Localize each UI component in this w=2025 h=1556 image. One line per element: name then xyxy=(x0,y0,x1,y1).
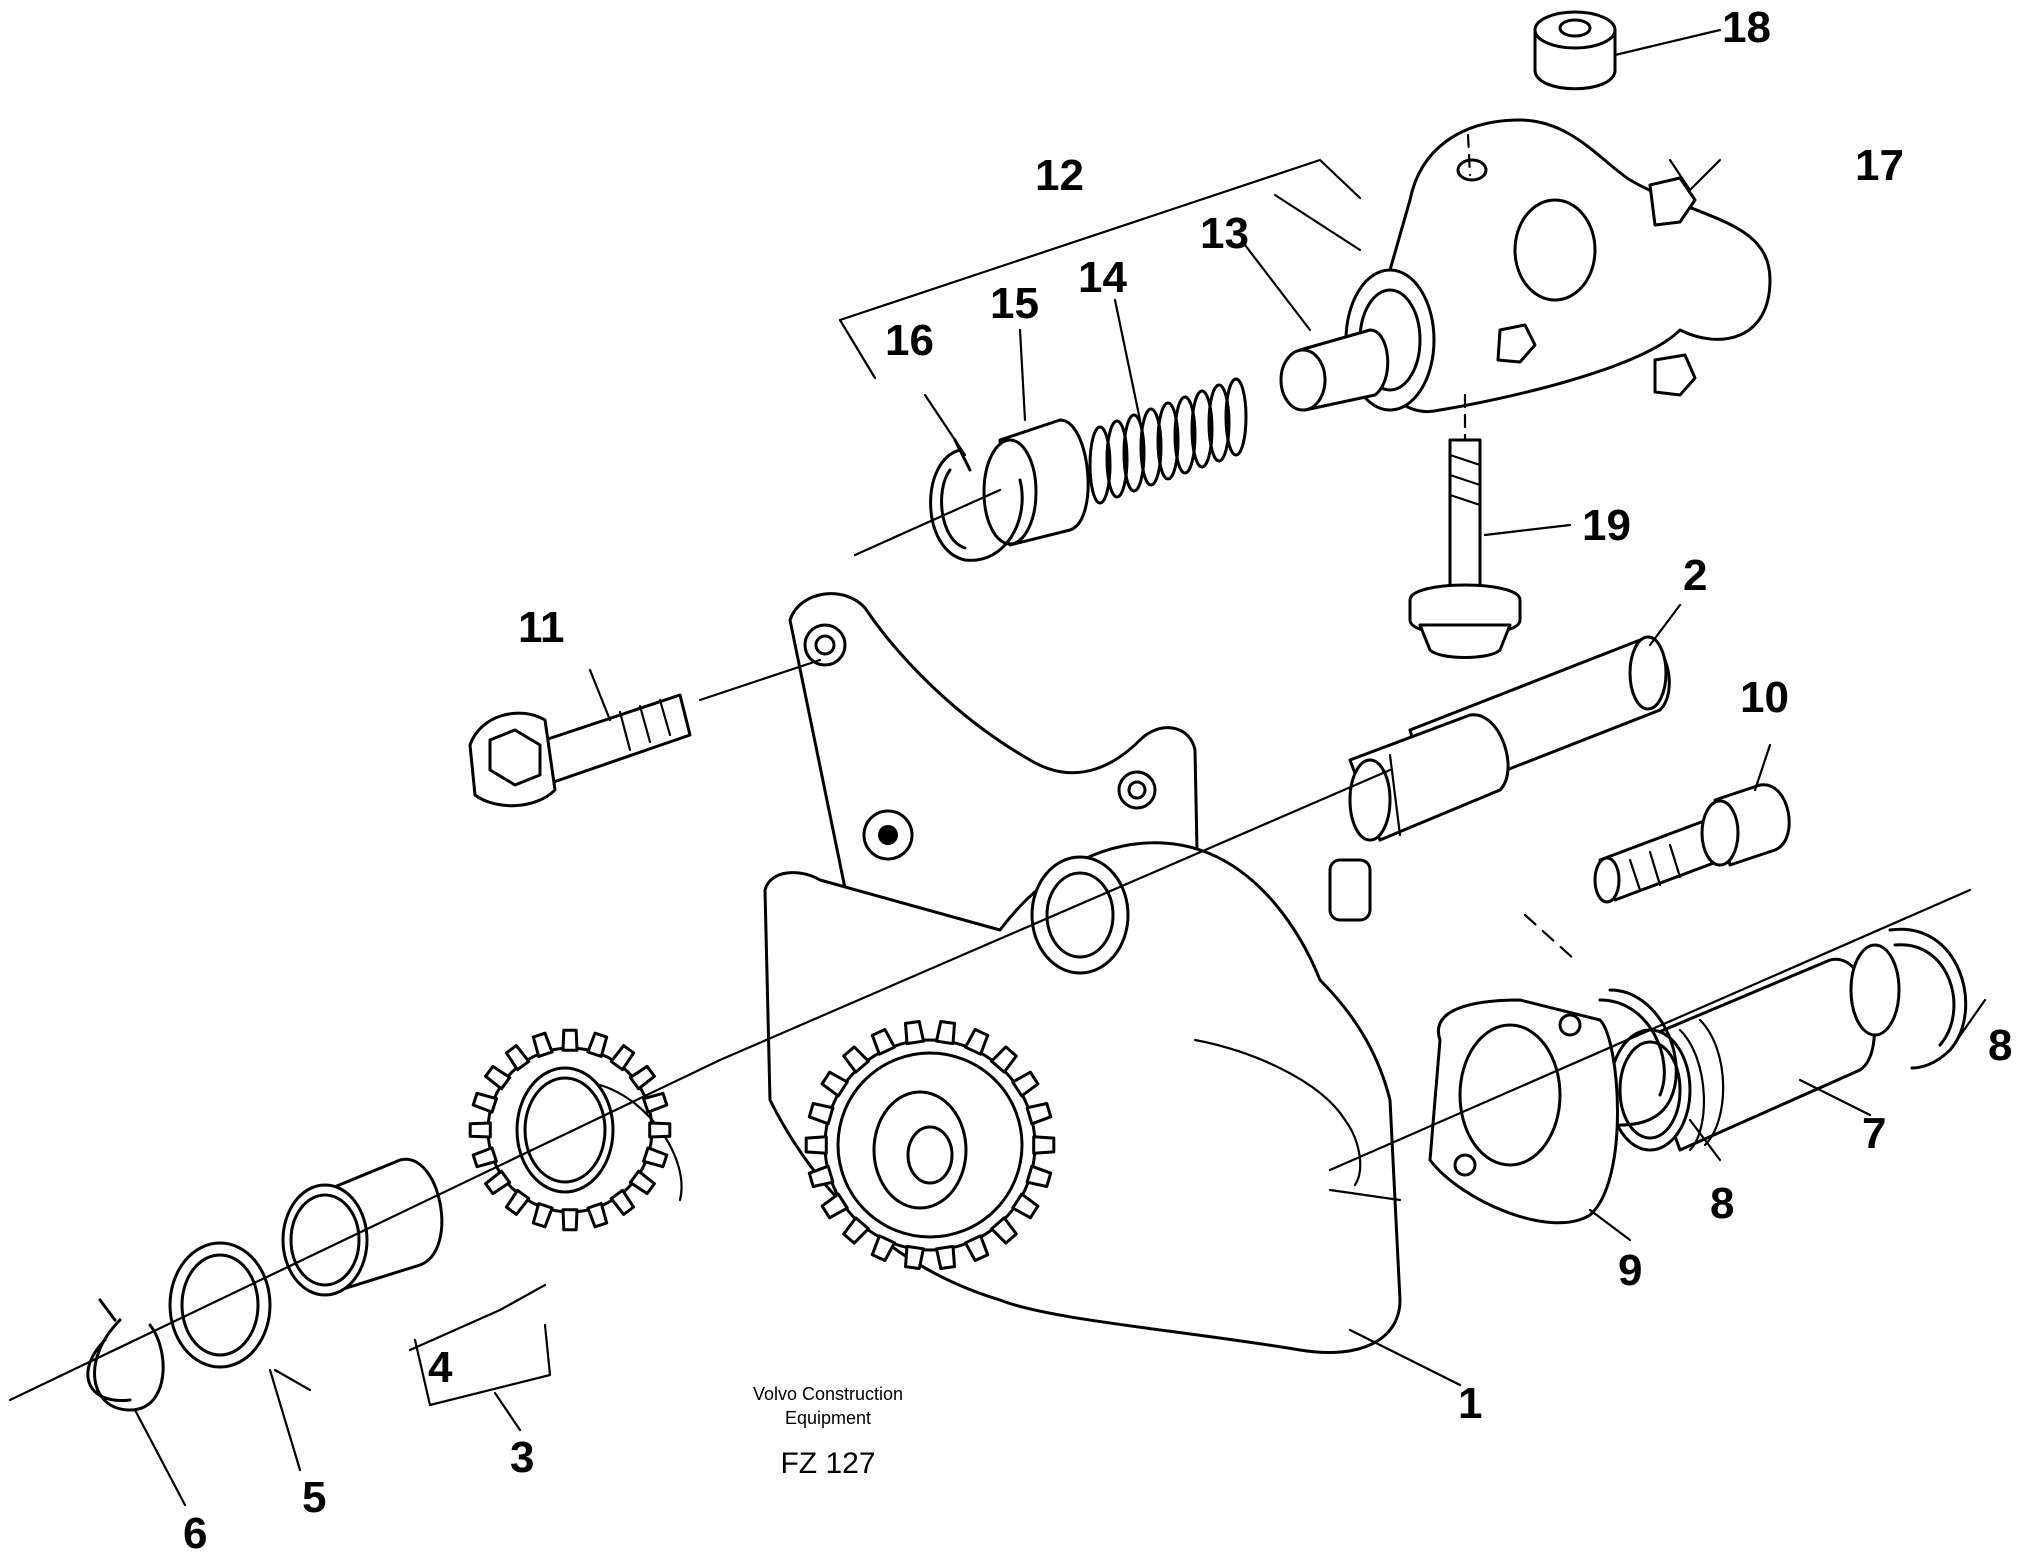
label-part-11: 11 xyxy=(518,603,565,652)
label-part-18: 18 xyxy=(1722,3,1771,52)
housing-gear-teeth xyxy=(804,1020,1056,1270)
gear-tooth xyxy=(531,1202,554,1229)
gear-tooth xyxy=(820,1192,849,1220)
gear-tooth xyxy=(1025,1102,1053,1126)
label-part-4: 4 xyxy=(428,1343,453,1392)
shaft xyxy=(1348,635,1671,842)
gear-tooth xyxy=(1011,1070,1040,1098)
gear-tooth xyxy=(561,1028,579,1052)
gear-tooth xyxy=(935,1244,956,1270)
bolt-10 xyxy=(1593,783,1791,904)
credit-line-2: Equipment xyxy=(785,1408,871,1428)
spring-coil xyxy=(1190,389,1214,469)
washer xyxy=(168,1241,272,1369)
label-part-14: 14 xyxy=(1078,253,1127,302)
bolt-19 xyxy=(1408,438,1522,659)
label-part-15: 15 xyxy=(990,279,1039,328)
label-part-1: 1 xyxy=(1458,1379,1482,1428)
gear-tooth xyxy=(870,1234,896,1262)
gear-tooth xyxy=(642,1146,669,1169)
gear-tooth xyxy=(804,1135,828,1155)
figure-code: FZ 127 xyxy=(780,1447,875,1480)
gear-tooth xyxy=(904,1244,925,1270)
bushing xyxy=(281,1157,444,1297)
spring-coil xyxy=(1105,419,1129,499)
gear-tooth xyxy=(870,1028,896,1056)
gear-teeth xyxy=(468,1028,672,1232)
label-part-16: 16 xyxy=(885,316,934,365)
flange xyxy=(1428,998,1619,1225)
gear-tooth xyxy=(609,1044,636,1072)
gear-tooth xyxy=(842,1045,870,1074)
gear-tooth xyxy=(468,1121,492,1139)
gear-tooth xyxy=(807,1164,835,1188)
snap-ring-left xyxy=(1598,988,1678,1127)
spring-coil xyxy=(1156,401,1180,481)
gear-tooth xyxy=(990,1045,1018,1074)
label-part-13: 13 xyxy=(1200,209,1249,258)
cap-18 xyxy=(1533,10,1617,91)
spring-coil xyxy=(1173,395,1197,475)
spring-coil xyxy=(1139,407,1163,487)
label-part-2: 2 xyxy=(1683,551,1707,600)
spring-coil xyxy=(1207,383,1231,463)
label-part-8-left: 8 xyxy=(1710,1179,1734,1228)
gear-tooth xyxy=(1011,1192,1040,1220)
bracket-12 xyxy=(838,158,1362,380)
gear-tooth xyxy=(642,1091,669,1114)
gear-tooth xyxy=(904,1020,925,1046)
gear-assembly xyxy=(486,1046,683,1214)
gear-tooth xyxy=(586,1202,609,1229)
label-part-8-right: 8 xyxy=(1988,1021,2012,1070)
valve-body xyxy=(1279,118,1772,413)
gear-tooth xyxy=(648,1121,672,1139)
label-part-9: 9 xyxy=(1618,1246,1642,1295)
part-labels: 1 2 3 4 5 6 7 8 8 9 10 11 12 13 14 15 16… xyxy=(183,3,2012,1556)
gear-tooth xyxy=(484,1064,512,1091)
label-part-6: 6 xyxy=(183,1509,207,1556)
bracket-3 xyxy=(413,1323,552,1432)
label-part-17: 17 xyxy=(1855,141,1904,190)
gear-tooth xyxy=(484,1169,512,1196)
gear-tooth xyxy=(964,1234,990,1262)
label-part-5: 5 xyxy=(302,1473,326,1522)
gear-tooth xyxy=(935,1020,956,1046)
bolt-11 xyxy=(468,693,692,808)
spring-coil xyxy=(1088,425,1112,505)
gear-tooth xyxy=(990,1216,1018,1245)
pump-housing xyxy=(763,592,1402,1355)
axis-lines xyxy=(8,133,1972,1402)
gear-tooth xyxy=(586,1031,609,1058)
gear-tooth xyxy=(964,1028,990,1056)
gear-tooth xyxy=(842,1216,870,1245)
label-part-7: 7 xyxy=(1862,1109,1886,1158)
gear-tooth xyxy=(807,1102,835,1126)
label-part-10: 10 xyxy=(1740,673,1789,722)
gear-tooth xyxy=(1025,1164,1053,1188)
label-part-12: 12 xyxy=(1035,151,1084,200)
gear-tooth xyxy=(471,1146,498,1169)
spring-coil xyxy=(1224,377,1248,457)
seat-15 xyxy=(982,418,1090,547)
credit-block: Volvo Construction Equipment FZ 127 xyxy=(753,1384,903,1480)
gear-tooth xyxy=(504,1188,531,1216)
circlip xyxy=(86,1298,165,1412)
gear-tooth xyxy=(628,1064,656,1091)
label-part-19: 19 xyxy=(1582,501,1631,550)
spring-14 xyxy=(1088,377,1248,505)
gear-tooth xyxy=(561,1208,579,1232)
gear-tooth xyxy=(628,1169,656,1196)
leader-lines xyxy=(133,28,1987,1507)
gear-tooth xyxy=(1032,1135,1056,1155)
snap-ring-right xyxy=(1888,927,1968,1070)
credit-line-1: Volvo Construction xyxy=(753,1384,903,1404)
gear-tooth xyxy=(820,1070,849,1098)
gear-tooth xyxy=(609,1188,636,1216)
gear-tooth xyxy=(504,1044,531,1072)
gear-tooth xyxy=(531,1031,554,1058)
gear-tooth xyxy=(471,1091,498,1114)
label-part-3: 3 xyxy=(510,1433,534,1482)
spring-coil xyxy=(1122,413,1146,493)
